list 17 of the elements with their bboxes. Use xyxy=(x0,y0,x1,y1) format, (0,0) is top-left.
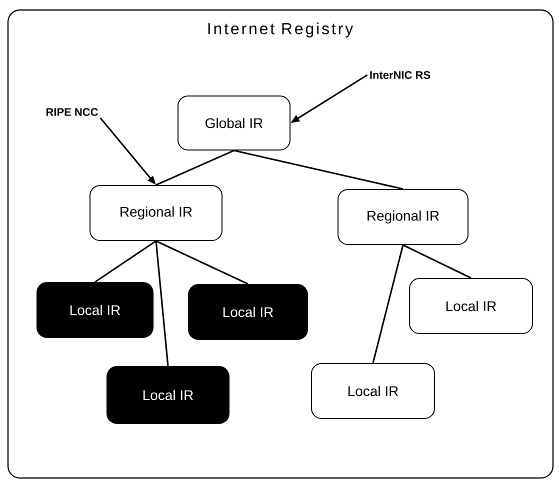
rounded-box: Regional IR xyxy=(338,189,468,245)
filled-box: Local IR xyxy=(188,284,308,340)
connector-line xyxy=(156,150,234,186)
connector-line xyxy=(94,240,156,283)
connector-line xyxy=(155,240,169,366)
rounded-box: Regional IR xyxy=(90,185,222,241)
filled-box: Local IR xyxy=(106,366,230,424)
connector-line xyxy=(156,240,248,285)
rounded-box: Global IR xyxy=(178,96,290,150)
connector-line xyxy=(372,244,404,364)
rounded-box: Local IR xyxy=(409,278,533,334)
connector-line xyxy=(234,150,404,190)
label-text: InterNIC RS xyxy=(370,71,430,79)
label-text: RIPE NCC xyxy=(46,108,98,116)
rounded-box: Local IR xyxy=(311,363,435,419)
connector-line xyxy=(402,244,472,279)
filled-box: Local IR xyxy=(36,282,154,338)
